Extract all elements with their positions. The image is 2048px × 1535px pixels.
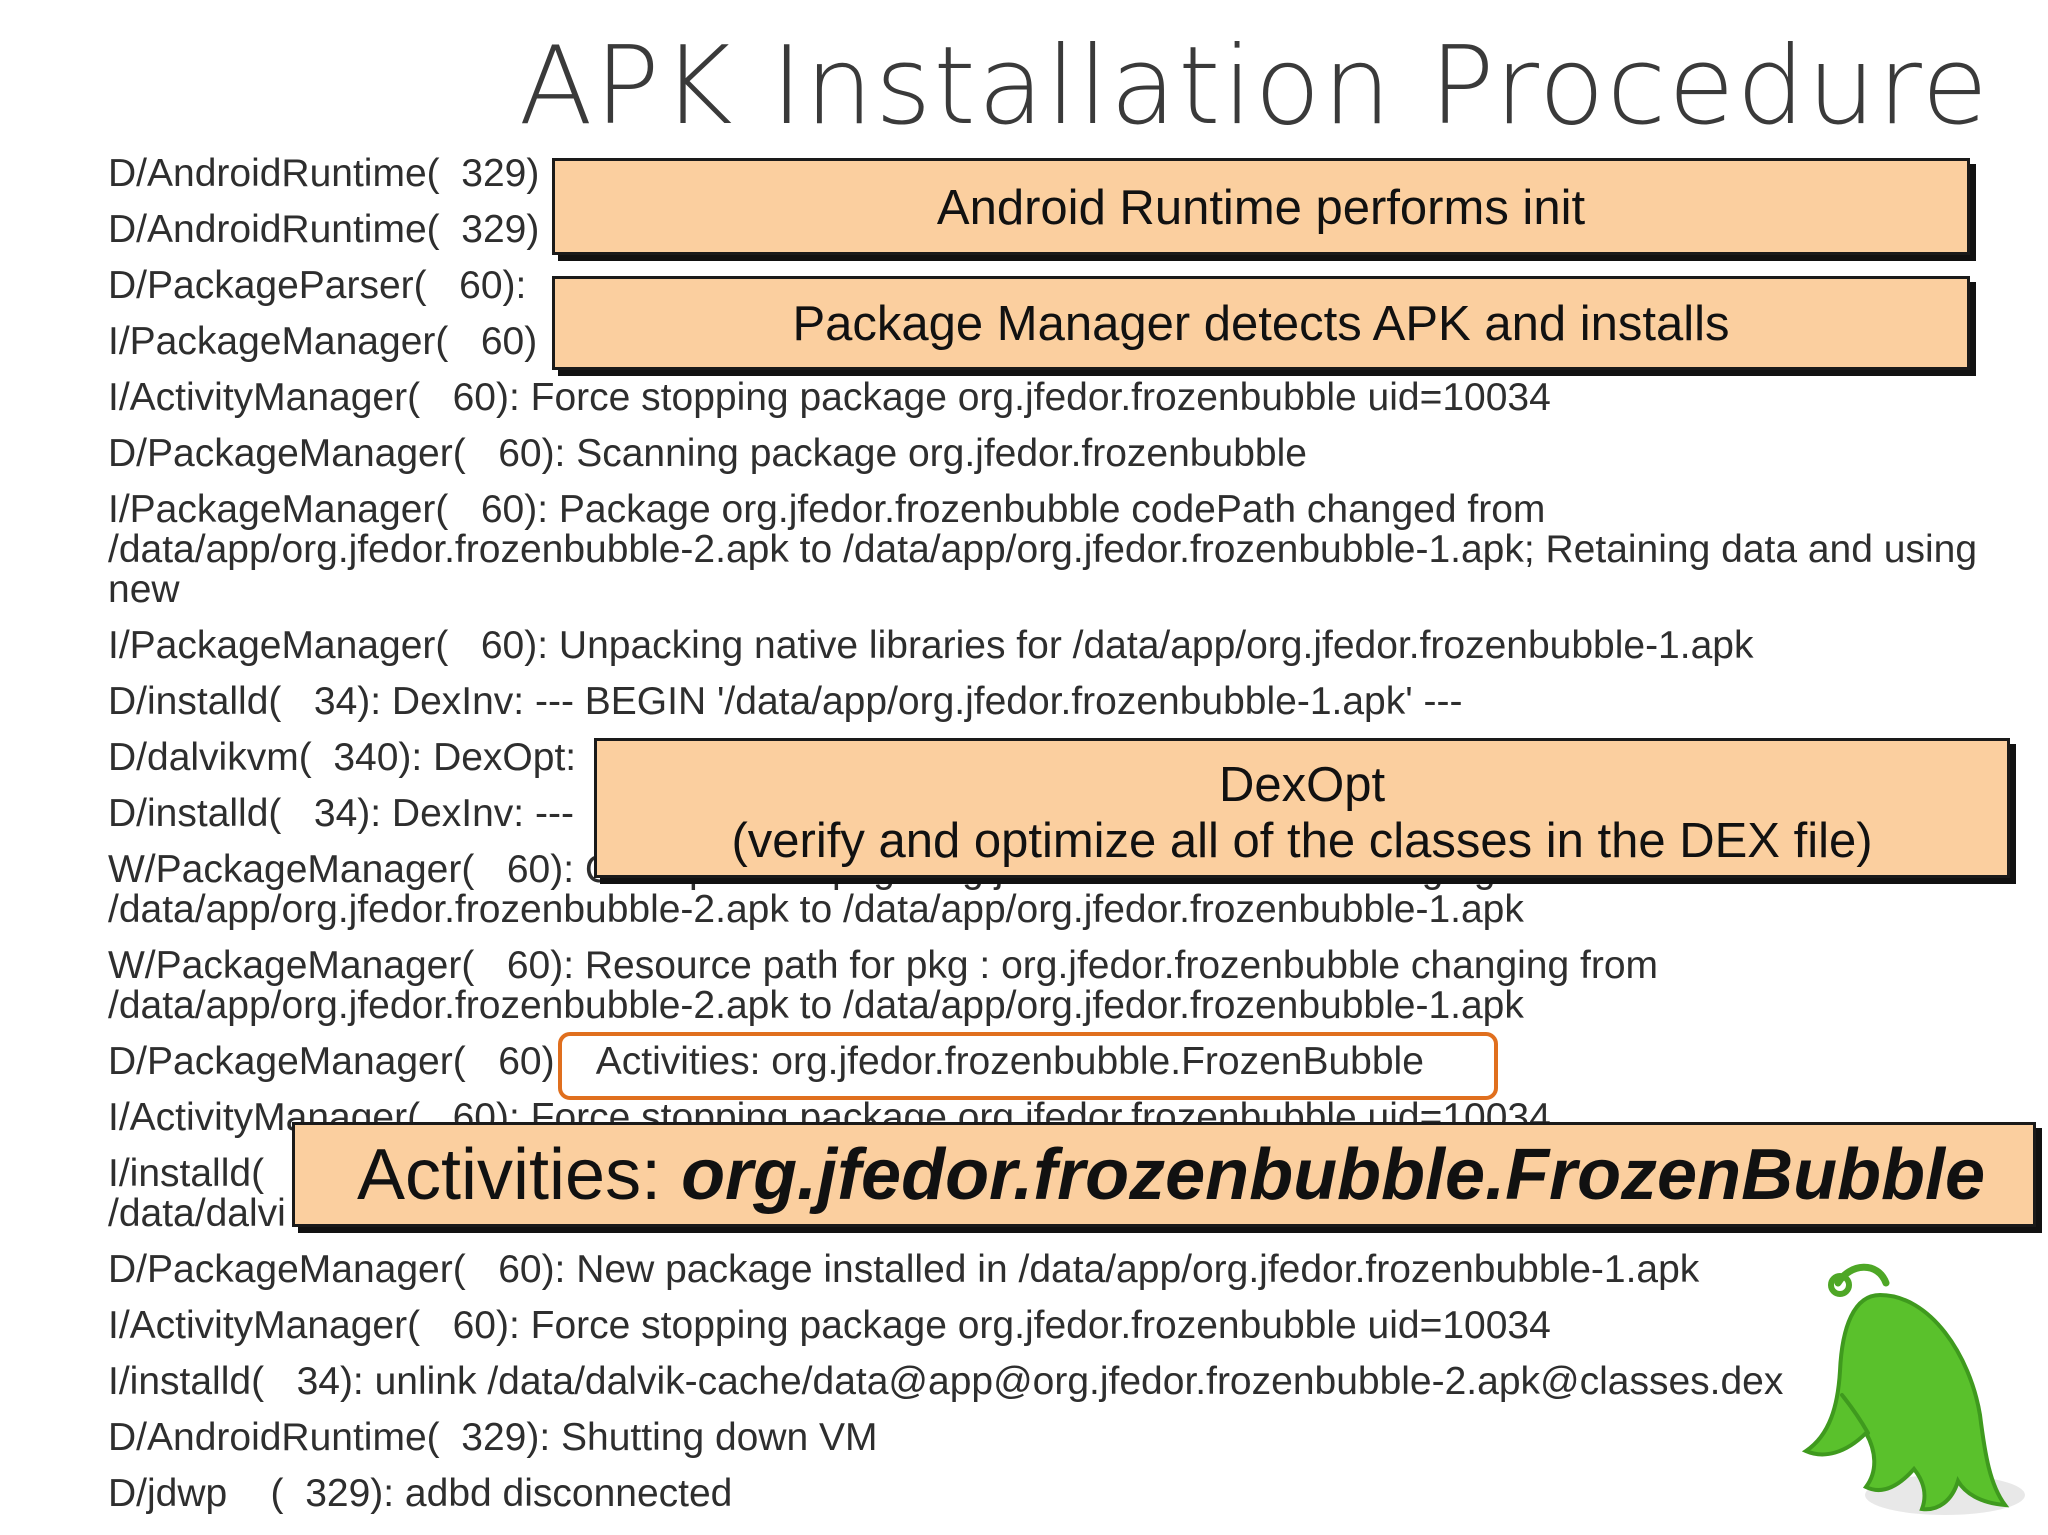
log-line: D/installd( 34): DexInv: --- [108,792,574,835]
logcat-output: D/AndroidRuntime( 329) D/AndroidRuntime(… [108,154,2008,1530]
log-line: D/AndroidRuntime( 329) [108,208,540,251]
activities-class-name: org.jfedor.frozenbubble.FrozenBubble [681,1135,1986,1215]
log-line: D/PackageManager( 60): New package insta… [108,1248,1700,1291]
log-line: D/AndroidRuntime( 329): Shutting down VM [108,1416,878,1459]
dexopt-callout: DexOpt (verify and optimize all of the c… [594,738,2010,878]
log-line: D/jdwp ( 329): adbd disconnected [108,1472,733,1515]
slide-title: APK Installation Procedure [518,24,1990,149]
activities-callout: Activities: org.jfedor.frozenbubble.Froz… [292,1122,2036,1227]
log-line: D/AndroidRuntime( 329) [108,152,540,195]
activities-prefix: Activities: [357,1135,682,1215]
log-line: D/PackageParser( 60): [108,264,538,307]
runtime-init-callout: Android Runtime performs init [552,158,1970,255]
log-line: I/PackageManager( 60): Unpacking native … [108,624,1754,667]
log-line: D/installd( 34): DexInv: --- BEGIN '/dat… [108,680,1463,723]
log-line: D/PackageManager( 60): Activities: org.j… [108,1040,1424,1083]
log-line: W/PackageManager( 60): Resource path for… [108,944,1669,1027]
log-line: D/PackageManager( 60): Scanning package … [108,432,1307,475]
log-line: I/installd( 34): unlink /data/dalvik-cac… [108,1360,1784,1403]
dexopt-detail: (verify and optimize all of the classes … [731,814,1873,868]
log-line: I/ActivityManager( 60): Force stopping p… [108,1304,1551,1347]
log-line: I/PackageManager( 60) [108,320,538,363]
log-line: I/PackageManager( 60): Package org.jfedo… [108,488,1988,611]
log-line: D/dalvikvm( 340): DexOpt: [108,736,577,779]
dexopt-title: DexOpt [1218,758,1386,812]
log-line: I/ActivityManager( 60): Force stopping p… [108,376,1551,419]
log-line: I/installd( [108,1152,265,1195]
activities-highlight-box [558,1032,1498,1100]
package-manager-callout: Package Manager detects APK and installs [552,276,1970,370]
green-ghost-mascot-icon [1801,1263,2025,1515]
log-line: /data/dalvi [108,1192,286,1235]
